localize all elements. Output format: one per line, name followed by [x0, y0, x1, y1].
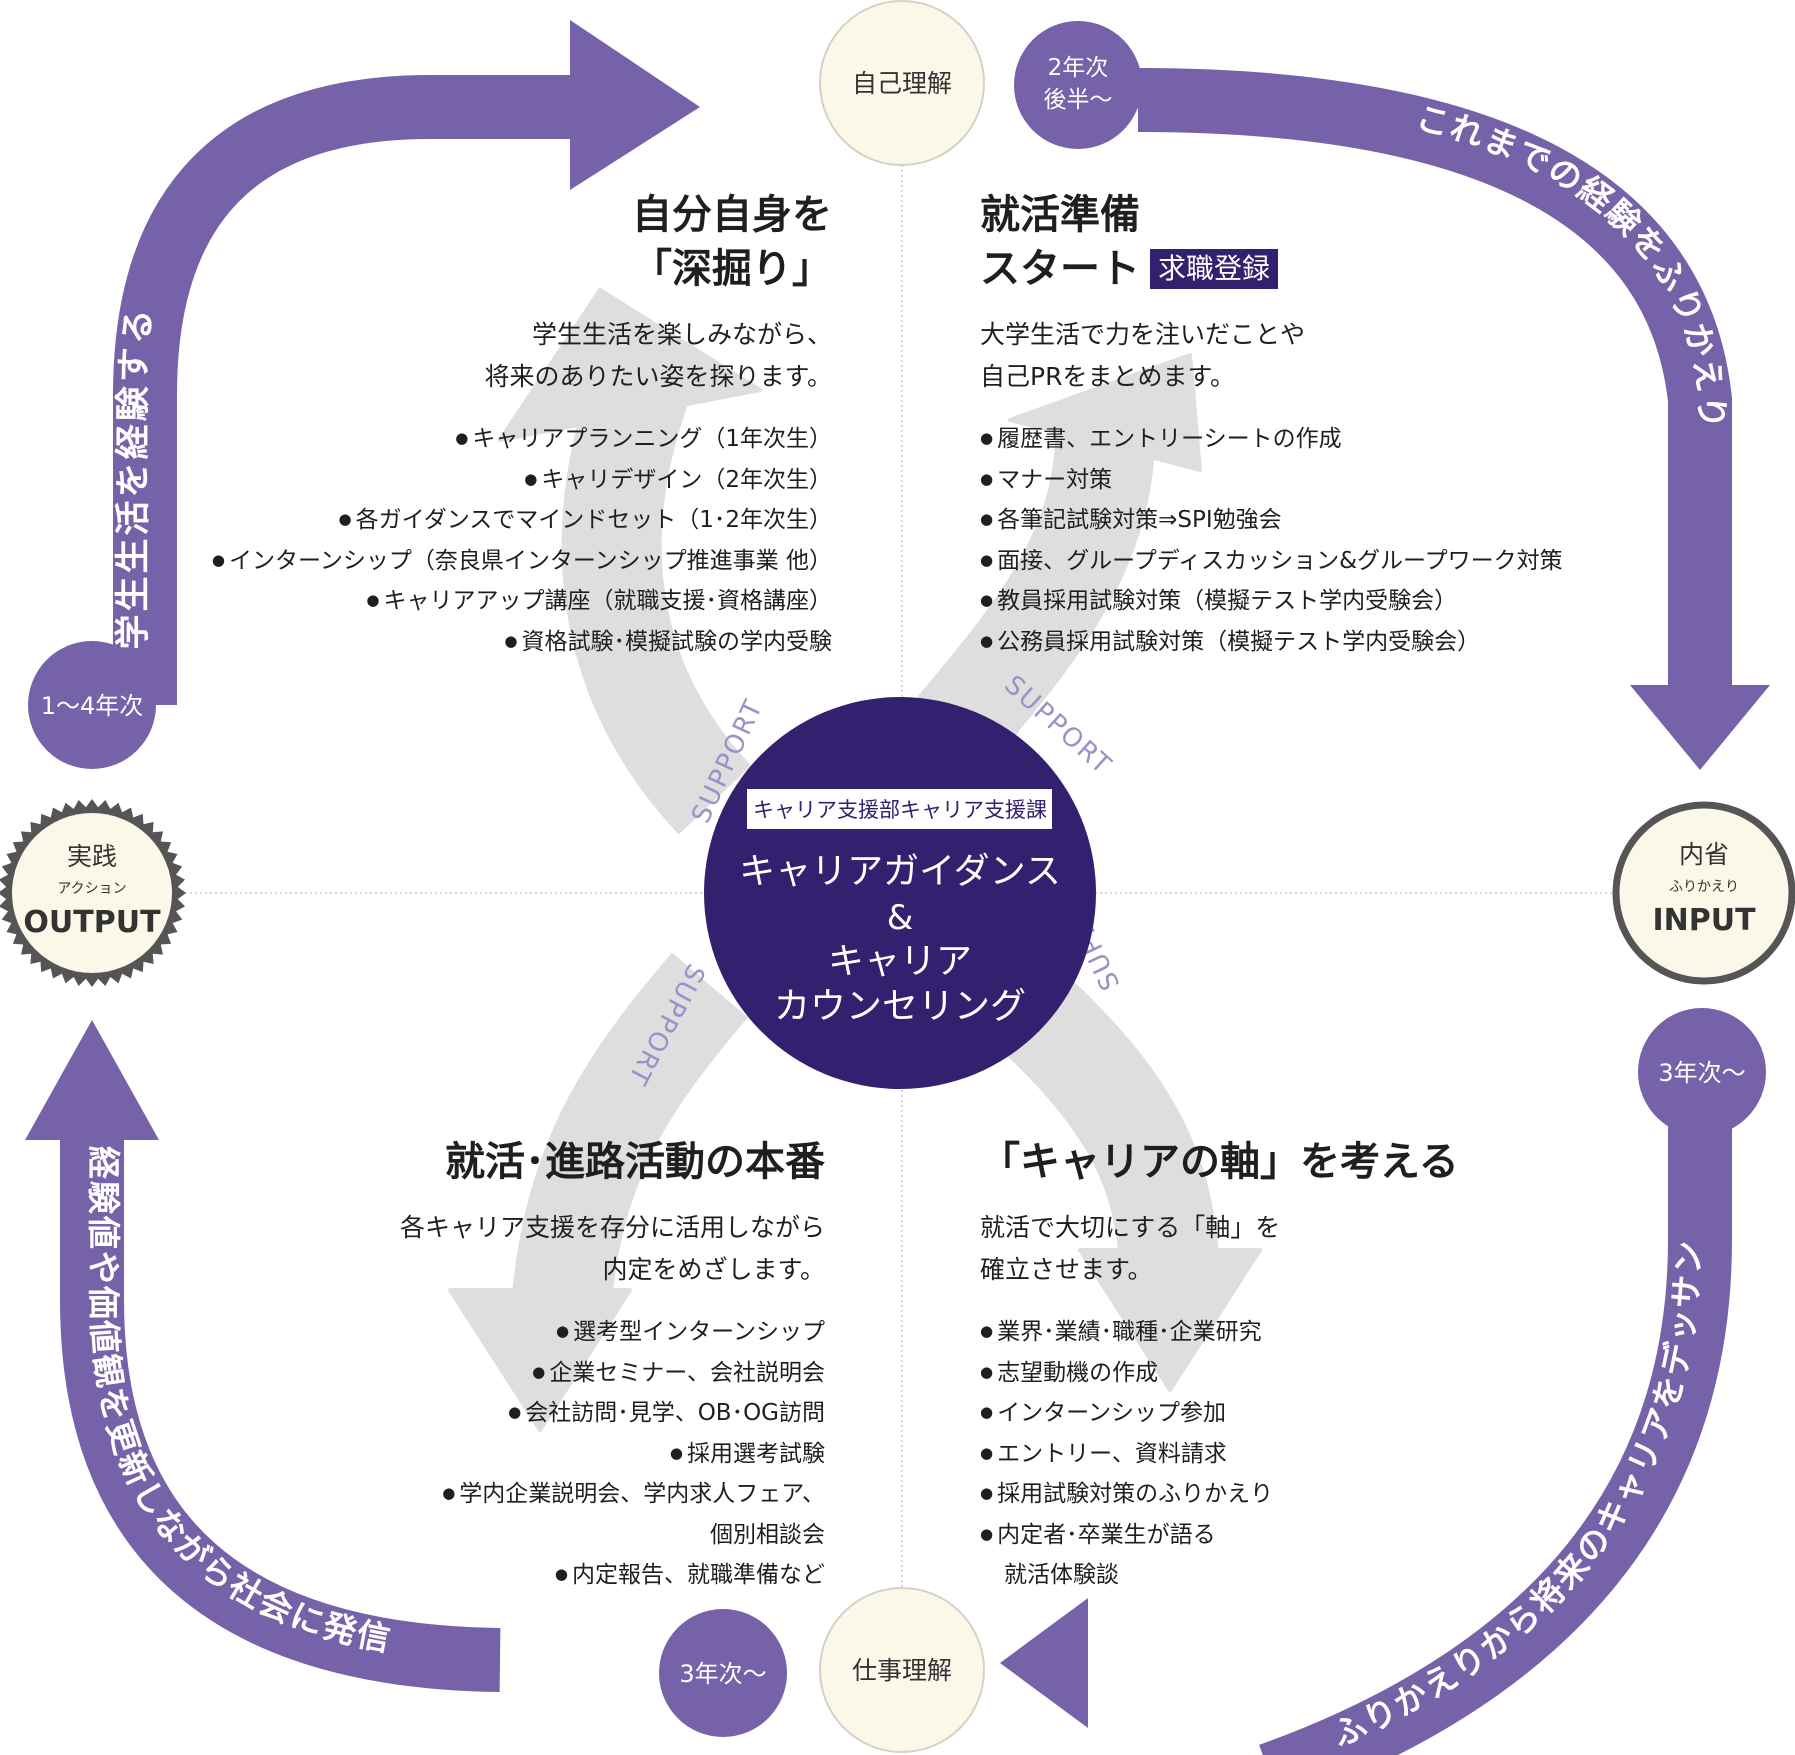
q1-lead-line1: 学生生活を楽しみながら、	[531, 320, 832, 349]
list-item: インターンシップ参加	[980, 1394, 1580, 1435]
list-item: 業界･業績･職種･企業研究	[980, 1313, 1580, 1354]
q3-lead-line1: 各キャリア支援を存分に活用しながら	[399, 1213, 825, 1242]
list-item: 面接、グループディスカッション&グループワーク対策	[980, 542, 1680, 583]
svg-text:2年次: 2年次	[1048, 55, 1109, 81]
svg-text:1〜4年次: 1〜4年次	[41, 692, 144, 720]
center-line3: キャリア	[828, 941, 972, 982]
q4-lead: 就活で大切にする「軸」を 確立させます。	[980, 1207, 1580, 1291]
center-hub: キャリア支援部キャリア支援課 キャリアガイダンス & キャリア カウンセリング	[704, 697, 1096, 1089]
support-arrow-body-lr	[976, 953, 1220, 1291]
quadrant-career-axis: 「キャリアの軸」を考える 就活で大切にする「軸」を 確立させます。 業界･業績･…	[980, 1135, 1580, 1597]
q3-list: 選考型インターンシップ 企業セミナー、会社説明会 会社訪問･見学、OB･OG訪問…	[125, 1313, 825, 1597]
list-item: エントリー、資料請求	[980, 1435, 1580, 1476]
q1-title-line1: 自分自身を	[632, 192, 832, 238]
year-badge-2: 2年次 後半〜	[1014, 21, 1142, 149]
q2-list: 履歴書、エントリーシートの作成 マナー対策 各筆記試験対策⇒SPI勉強会 面接、…	[980, 420, 1680, 663]
svg-text:3年次〜: 3年次〜	[1658, 1059, 1745, 1087]
quadrant-job-prep: 就活準備 スタート求職登録 大学生活で力を注いだことや 自己PRをまとめます。 …	[980, 188, 1680, 663]
svg-text:後半〜: 後半〜	[1044, 87, 1113, 113]
list-item-continuation: 個別相談会	[710, 1521, 825, 1548]
list-item: 採用試験対策のふりかえり	[980, 1475, 1580, 1516]
list-item: 公務員採用試験対策（模擬テスト学内受験会）	[980, 623, 1680, 664]
q2-title-line1: 就活準備	[980, 192, 1140, 238]
list-item: マナー対策	[980, 461, 1680, 502]
center-tag: キャリア支援部キャリア支援課	[753, 798, 1047, 822]
support-arrow-body-ll	[510, 952, 748, 1324]
q1-lead: 学生生活を楽しみながら、 将来のありたい姿を探ります。	[112, 314, 832, 398]
list-item: 資格試験･模擬試験の学内受験	[112, 623, 833, 664]
list-item: キャリデザイン（2年次生）	[112, 461, 832, 502]
svg-text:自己理解: 自己理解	[852, 69, 952, 98]
center-tag-box	[747, 789, 1052, 829]
list-item: 採用選考試験	[125, 1435, 825, 1476]
list-item: 会社訪問･見学、OB･OG訪問	[125, 1394, 825, 1435]
quadrant-self-discovery: 自分自身を 「深掘り」 学生生活を楽しみながら、 将来のありたい姿を探ります。 …	[112, 188, 832, 663]
q1-lead-line2: 将来のありたい姿を探ります。	[484, 362, 832, 391]
svg-text:OUTPUT: OUTPUT	[23, 905, 161, 940]
q3-title: 就活･進路活動の本番	[445, 1139, 825, 1185]
q1-list: キャリアプランニング（1年次生） キャリデザイン（2年次生） 各ガイダンスでマイ…	[112, 420, 832, 663]
q2-title-line2: スタート	[980, 246, 1140, 292]
q4-lead-line1: 就活で大切にする「軸」を	[980, 1213, 1281, 1242]
q2-lead: 大学生活で力を注いだことや 自己PRをまとめます。	[980, 314, 1680, 398]
list-item: 各筆記試験対策⇒SPI勉強会	[980, 501, 1680, 542]
q2-title: 就活準備 スタート求職登録	[980, 188, 1680, 296]
q2-lead-line1: 大学生活で力を注いだことや	[980, 320, 1306, 349]
list-item: キャリアプランニング（1年次生）	[112, 420, 832, 461]
q2-lead-line2: 自己PRをまとめます。	[980, 362, 1235, 391]
svg-text:実践: 実践	[67, 842, 117, 871]
arrowhead-bottom-right	[1000, 1598, 1088, 1728]
svg-text:アクション: アクション	[57, 881, 126, 897]
arrowhead-top-left	[570, 20, 700, 190]
list-item: 教員採用試験対策（模擬テスト学内受験会）	[980, 582, 1680, 623]
list-item-continuation: 就活体験談	[1004, 1562, 1119, 1588]
svg-text:内省: 内省	[1679, 840, 1729, 869]
quadrant-job-hunting: 就活･進路活動の本番 各キャリア支援を存分に活用しながら 内定をめざします。 選…	[125, 1135, 825, 1597]
center-line4: カウンセリング	[774, 986, 1026, 1027]
q4-list: 業界･業績･職種･企業研究 志望動機の作成 インターンシップ参加 エントリー、資…	[980, 1313, 1580, 1597]
list-item: 履歴書、エントリーシートの作成	[980, 420, 1680, 461]
q1-title-line2: 「深掘り」	[632, 246, 832, 292]
q4-lead-line2: 確立させます。	[980, 1255, 1153, 1284]
center-line2: &	[887, 898, 914, 938]
list-item: 志望動機の作成	[980, 1354, 1580, 1395]
list-item: 内定報告、就職準備など	[125, 1556, 825, 1597]
list-item: 内定者･卒業生が語る	[980, 1516, 1580, 1557]
list-item: インターンシップ（奈良県インターンシップ推進事業 他）	[112, 542, 832, 583]
q1-title: 自分自身を 「深掘り」	[112, 188, 832, 296]
support-arrow-head-ul	[498, 288, 762, 442]
list-item: 各ガイダンスでマインドセット（1･2年次生）	[112, 501, 832, 542]
q3-lead-line2: 内定をめざします。	[602, 1255, 825, 1284]
node-job-understanding: 仕事理解	[819, 1587, 985, 1753]
year-badge-1-4: 1〜4年次	[28, 641, 156, 769]
list-item: 企業セミナー、会社説明会	[125, 1354, 825, 1395]
svg-text:INPUT: INPUT	[1652, 903, 1756, 938]
q3-lead: 各キャリア支援を存分に活用しながら 内定をめざします。	[125, 1207, 825, 1291]
list-item: キャリアアップ講座（就職支援･資格講座）	[112, 582, 833, 623]
svg-text:3年次〜: 3年次〜	[679, 1660, 766, 1688]
year-badge-3-bottom: 3年次〜	[659, 1609, 787, 1737]
arrowhead-top-right	[1630, 685, 1770, 770]
output-node: 実践 アクション OUTPUT	[0, 799, 186, 987]
list-item: 学内企業説明会、学内求人フェア、	[125, 1475, 825, 1516]
node-self-understanding: 自己理解	[819, 0, 985, 166]
list-item: 選考型インターンシップ	[125, 1313, 825, 1354]
input-node: 内省 ふりかえり INPUT	[1612, 801, 1795, 985]
svg-text:仕事理解: 仕事理解	[852, 1656, 952, 1685]
svg-text:ふりかえり: ふりかえり	[1669, 879, 1739, 895]
q4-title: 「キャリアの軸」を考える	[980, 1139, 1459, 1185]
job-registration-badge: 求職登録	[1150, 249, 1279, 289]
center-line1: キャリアガイダンス	[739, 851, 1061, 892]
year-badge-3-right: 3年次〜	[1638, 1008, 1766, 1136]
arrowhead-bottom-left	[25, 1020, 159, 1140]
